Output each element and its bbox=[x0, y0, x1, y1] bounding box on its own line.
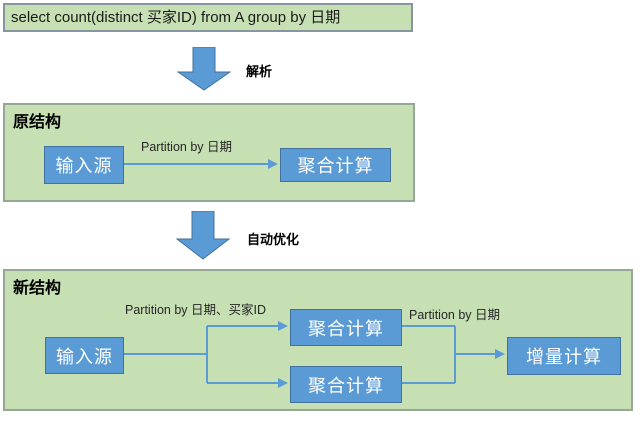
optimize-step-label: 自动优化 bbox=[247, 232, 300, 247]
down-arrow-parse bbox=[177, 47, 231, 91]
node-aggregate-bottom: 聚合计算 bbox=[290, 366, 402, 403]
node-input-source-original: 输入源 bbox=[44, 146, 124, 184]
arrowhead-icon bbox=[278, 378, 288, 388]
original-structure-title: 原结构 bbox=[13, 114, 62, 131]
new-structure-connectors bbox=[122, 321, 505, 388]
parse-step-label: 解析 bbox=[246, 64, 273, 79]
arrowhead-icon bbox=[278, 321, 288, 331]
partition-label-original: Partition by 日期 bbox=[141, 140, 233, 154]
down-arrow-icon bbox=[176, 211, 230, 260]
new-structure-title: 新结构 bbox=[13, 280, 62, 297]
sql-query-box: select count(distinct 买家ID) from A group… bbox=[3, 3, 413, 32]
node-aggregate-original: 聚合计算 bbox=[280, 148, 391, 182]
partition-label-merge: Partition by 日期 bbox=[409, 308, 501, 322]
down-arrow-optimize bbox=[176, 211, 230, 260]
new-structure-panel: 新结构 Partition by 日期、买家ID Partition by 日期… bbox=[3, 269, 633, 411]
original-structure-panel: 原结构 Partition by 日期 输入源 聚合计算 bbox=[3, 103, 415, 202]
arrowhead-icon bbox=[495, 349, 505, 359]
partition-label-split: Partition by 日期、买家ID bbox=[125, 303, 267, 317]
node-input-source-new: 输入源 bbox=[45, 337, 124, 374]
arrowhead-icon bbox=[268, 159, 278, 169]
node-aggregate-top: 聚合计算 bbox=[290, 309, 402, 346]
original-structure-connectors bbox=[122, 159, 278, 169]
down-arrow-icon bbox=[177, 47, 231, 91]
node-incremental: 增量计算 bbox=[507, 337, 621, 375]
